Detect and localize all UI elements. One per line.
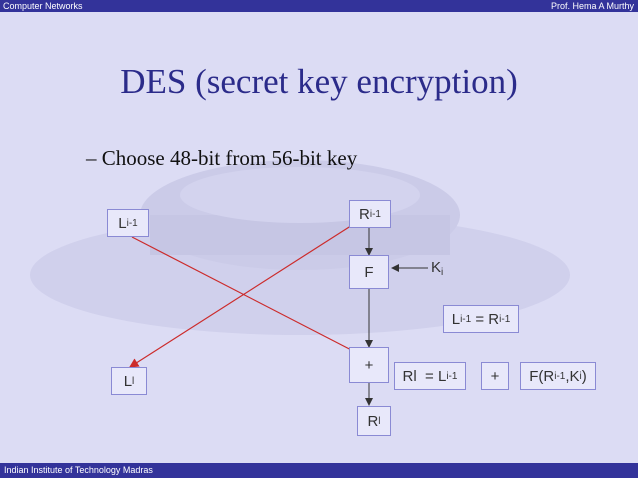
eq-right-main: R [488,310,500,328]
L-new-main: L [123,372,133,390]
fexpr-p2: ,K [565,367,580,385]
req-right-sub: i-1 [446,370,458,382]
fexpr-p1: F(R [529,367,555,385]
cross-line-R-to-L [128,221,358,368]
fexpr-p3: ) [581,367,587,385]
eq-right-sub: i-1 [499,313,511,325]
L-prev-label: L [118,214,127,232]
eq-sign: = [471,310,489,328]
header-left-text: Computer Networks [3,1,83,11]
F-label: F [364,263,374,281]
L-prev-sub: i-1 [126,217,138,229]
xor-label: + [364,356,374,374]
K-main: K [431,259,442,276]
plus-box: + [481,362,509,390]
eq-left-main: L [451,310,461,328]
cross-line-L-to-plus [131,236,363,356]
req-right-main: L [437,367,447,385]
R-prev-label: R [359,205,370,223]
header-bar: Computer Networks Prof. Hema A Murthy [0,0,638,12]
K-label: Ki [431,259,443,278]
K-sub: i [441,267,444,278]
R-prev-sub: i-1 [369,208,381,220]
footer-bar: Indian Institute of Technology Madras [0,463,638,478]
fexpr-s2: i [579,370,582,382]
plus-label: + [490,367,500,385]
fexpr-s1: i-1 [554,370,566,382]
header-right-text: Prof. Hema A Murthy [550,1,634,11]
footer-text: Indian Institute of Technology Madras [4,465,153,475]
R-new-main: R [367,412,379,430]
L-new-sub: l [132,375,135,387]
req-left: Rl = [402,367,438,385]
F-function-box: F [349,255,389,289]
xor-box: + [349,347,389,383]
eq-left-sub: i-1 [460,313,472,325]
slide-title: DES (secret key encryption) [120,62,518,101]
bullet-point: – Choose 48-bit from 56-bit key [86,146,358,170]
R-new-sub: l [378,415,381,427]
